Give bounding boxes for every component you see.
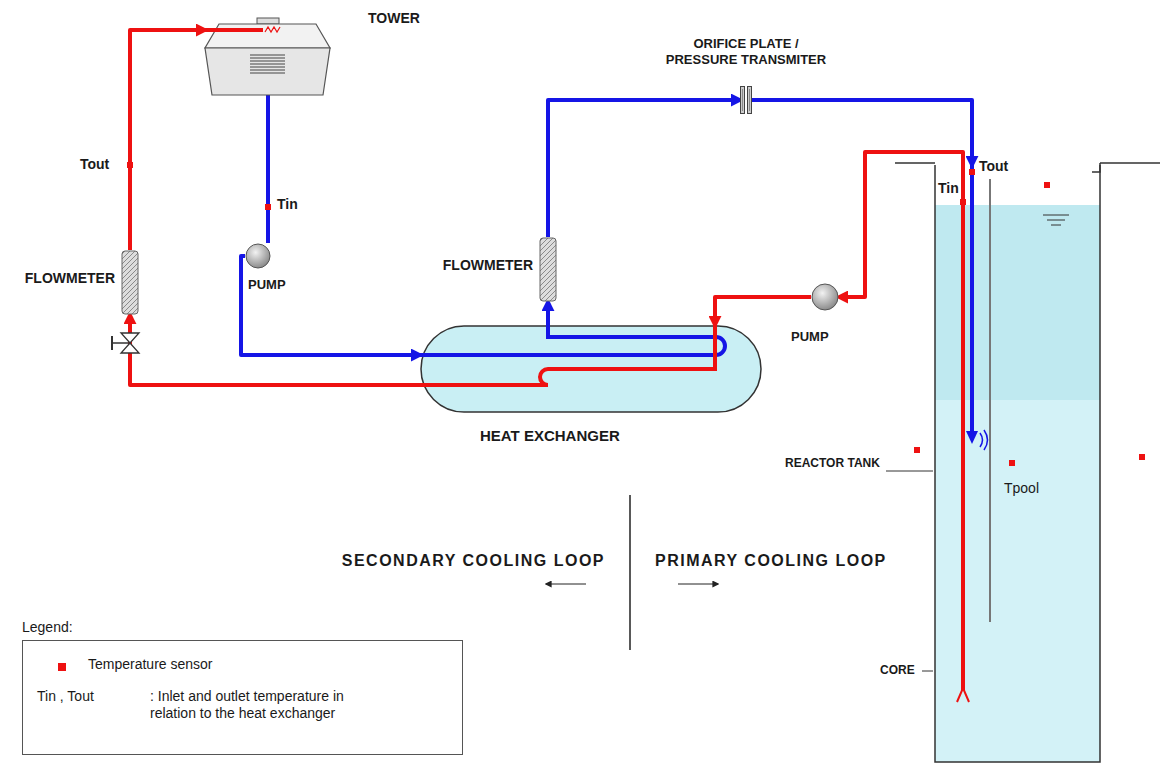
flowmeter-body xyxy=(540,238,556,301)
direction-arrow xyxy=(546,584,586,585)
temperature-sensor xyxy=(1009,460,1015,466)
pump: PUMP xyxy=(811,283,839,311)
part-label: PUMP xyxy=(248,277,286,293)
drawn-polygon xyxy=(121,343,139,353)
part-label: REACTOR TANK xyxy=(785,456,880,470)
part-label: HEAT EXCHANGER xyxy=(480,427,620,445)
flowmeter-body xyxy=(122,251,138,314)
cooling-tower-shape xyxy=(205,18,330,95)
pipe xyxy=(715,297,811,325)
hot-leg-pipe xyxy=(961,165,965,690)
heat-exchanger: HEAT EXCHANGER xyxy=(420,325,762,413)
pump-shape xyxy=(245,243,271,269)
pump-body xyxy=(246,244,270,268)
pool-water xyxy=(935,205,1100,400)
part-label: FLOWMETER xyxy=(443,257,533,274)
flowmeter-shape xyxy=(539,237,557,302)
pool-water xyxy=(935,400,1100,762)
pipe xyxy=(548,100,740,237)
pipe xyxy=(130,315,420,385)
cold-coil xyxy=(420,325,725,355)
drawn-line xyxy=(111,336,113,350)
tower-spray xyxy=(265,27,280,32)
part-label: TOWER xyxy=(368,10,420,27)
sensor-label: Tin xyxy=(938,180,959,197)
divider-line xyxy=(629,495,631,650)
legend-swatch xyxy=(58,663,66,671)
orifice-plate: ORIFICE PLATE / PRESSURE TRANSMITER xyxy=(740,86,752,114)
leader-line xyxy=(922,671,933,672)
drawn-line xyxy=(112,342,130,344)
cooling-tower: TOWER xyxy=(205,18,330,95)
reactor-tank-shape xyxy=(935,165,1100,765)
pipe xyxy=(546,302,550,325)
temperature-sensor xyxy=(1044,182,1050,188)
part-label: PUMP xyxy=(791,329,829,345)
outflow-mark xyxy=(980,430,988,450)
temperature-sensor xyxy=(960,199,966,205)
legend-text: Temperature sensor xyxy=(88,656,213,673)
loop-label: PRIMARY COOLING LOOP xyxy=(655,551,887,570)
cold-leg-pipe xyxy=(970,165,974,433)
orifice-plate-shape xyxy=(740,86,752,114)
heat-exchanger-shape xyxy=(420,325,762,413)
reactor-tank: COREREACTOR TANK xyxy=(935,165,1100,765)
flowmeter: FLOWMETER xyxy=(539,237,557,302)
temperature-sensor xyxy=(914,447,920,453)
direction-arrow xyxy=(678,584,718,585)
legend-title: Legend: xyxy=(22,619,73,636)
tower-louvres xyxy=(250,55,285,73)
pipe xyxy=(266,95,270,243)
valve-symbol xyxy=(112,333,139,353)
legend-frame xyxy=(23,641,463,755)
loop-label: SECONDARY COOLING LOOP xyxy=(342,551,605,570)
tower-roof xyxy=(205,24,330,48)
exchanger-shell xyxy=(421,326,761,412)
drawn-polygon xyxy=(121,333,139,343)
tower-body xyxy=(205,48,330,95)
hot-coil xyxy=(420,325,715,385)
sensor-label: Tin xyxy=(277,196,298,213)
part-label: CORE xyxy=(880,663,915,677)
pump-shape xyxy=(811,283,839,311)
temperature-sensor xyxy=(969,169,975,175)
control-rod xyxy=(989,179,991,622)
part-label: FLOWMETER xyxy=(25,270,115,287)
suction-end xyxy=(957,688,969,702)
tower-cap xyxy=(257,18,279,24)
outlet-arrow xyxy=(966,431,978,444)
legend-key: Tin , Tout xyxy=(37,688,94,705)
orifice-bolts xyxy=(743,89,750,111)
temperature-sensor xyxy=(265,204,271,210)
pipe xyxy=(241,256,420,355)
part-label: ORIFICE PLATE / PRESSURE TRANSMITER xyxy=(660,36,832,67)
leader-line xyxy=(886,471,933,472)
tower-inlet xyxy=(205,28,263,32)
flowmeter-shape xyxy=(121,250,139,315)
pipe xyxy=(130,30,205,250)
sensor-label: Tout xyxy=(979,158,1008,175)
sensor-label: Tpool xyxy=(1004,480,1039,497)
pipe xyxy=(752,100,972,165)
sensor-label: Tout xyxy=(80,156,109,173)
legend-note: : Inlet and outlet temperature in relati… xyxy=(150,688,372,722)
temperature-sensor xyxy=(1139,454,1145,460)
tank-wall xyxy=(935,165,1100,762)
water-level-mark xyxy=(1043,215,1069,225)
flowmeter: FLOWMETER xyxy=(121,250,139,315)
pump-body xyxy=(812,284,838,310)
temperature-sensor xyxy=(127,162,133,168)
pump: PUMP xyxy=(245,243,271,269)
